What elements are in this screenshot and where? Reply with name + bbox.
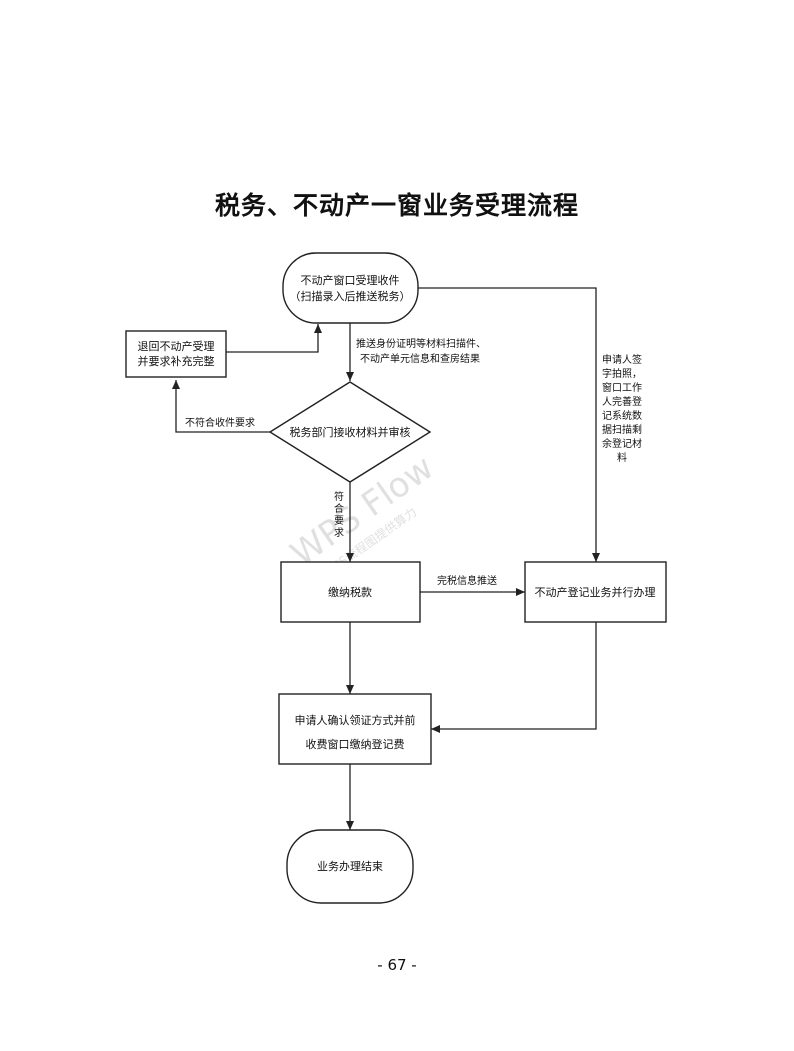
return-label-line2: 并要求补充完整 (138, 354, 215, 368)
confirm-label-line1: 申请人确认领证方式并前 (295, 713, 416, 727)
page-title: 税务、不动产一窗业务受理流程 (214, 191, 579, 220)
edge-review-to-return (172, 380, 270, 433)
applicant-note-line1: 申请人签 (602, 353, 642, 366)
applicant-note-line4: 人完善登 (602, 395, 642, 408)
node-review (268, 381, 432, 483)
pay-tax-label: 缴纳税款 (328, 585, 372, 599)
end-label: 业务办理结束 (317, 860, 383, 873)
node-return (125, 330, 227, 378)
meet-label-2: 合 (334, 502, 344, 515)
not-meet-label: 不符合收件要求 (185, 416, 255, 429)
push-materials-label-line1: 推送身份证明等材料扫描件、 (356, 337, 486, 350)
applicant-note-line2: 字拍照， (602, 367, 642, 380)
applicant-note-line7: 余登记材 (602, 437, 642, 450)
applicant-note-line3: 窗口工作 (602, 381, 642, 394)
applicant-note-line6: 据扫描剩 (602, 423, 642, 436)
applicant-note-line5: 记系统数 (602, 409, 642, 422)
edge-return-to-start (226, 324, 322, 353)
edge-registration-to-confirm (431, 622, 597, 733)
meet-label-3: 要 (334, 515, 344, 527)
node-confirm (278, 693, 432, 765)
confirm-label-line2: 收费窗口缴纳登记费 (306, 737, 405, 751)
tax-info-push-label: 完税信息推送 (437, 574, 497, 587)
meet-label-4: 求 (334, 527, 344, 539)
return-label-line1: 退回不动产受理 (138, 339, 215, 353)
start-label-line1: 不动产窗口受理收件 (301, 273, 400, 287)
applicant-note-line8: 料 (617, 451, 627, 464)
page-number: - 67 - (377, 956, 417, 974)
push-materials-label-line2: 不动产单元信息和查房结果 (360, 352, 480, 365)
meet-label-1: 符 (334, 490, 344, 503)
node-end (286, 829, 414, 904)
start-label-line2: （扫描录入后推送税务） (290, 289, 411, 303)
node-registration (524, 561, 667, 623)
node-pay-tax (280, 561, 421, 623)
registration-label: 不动产登记业务并行办理 (535, 585, 656, 599)
review-label: 税务部门接收材料并审核 (290, 425, 411, 439)
edge-start-to-registration (418, 287, 600, 562)
node-start (282, 252, 419, 324)
